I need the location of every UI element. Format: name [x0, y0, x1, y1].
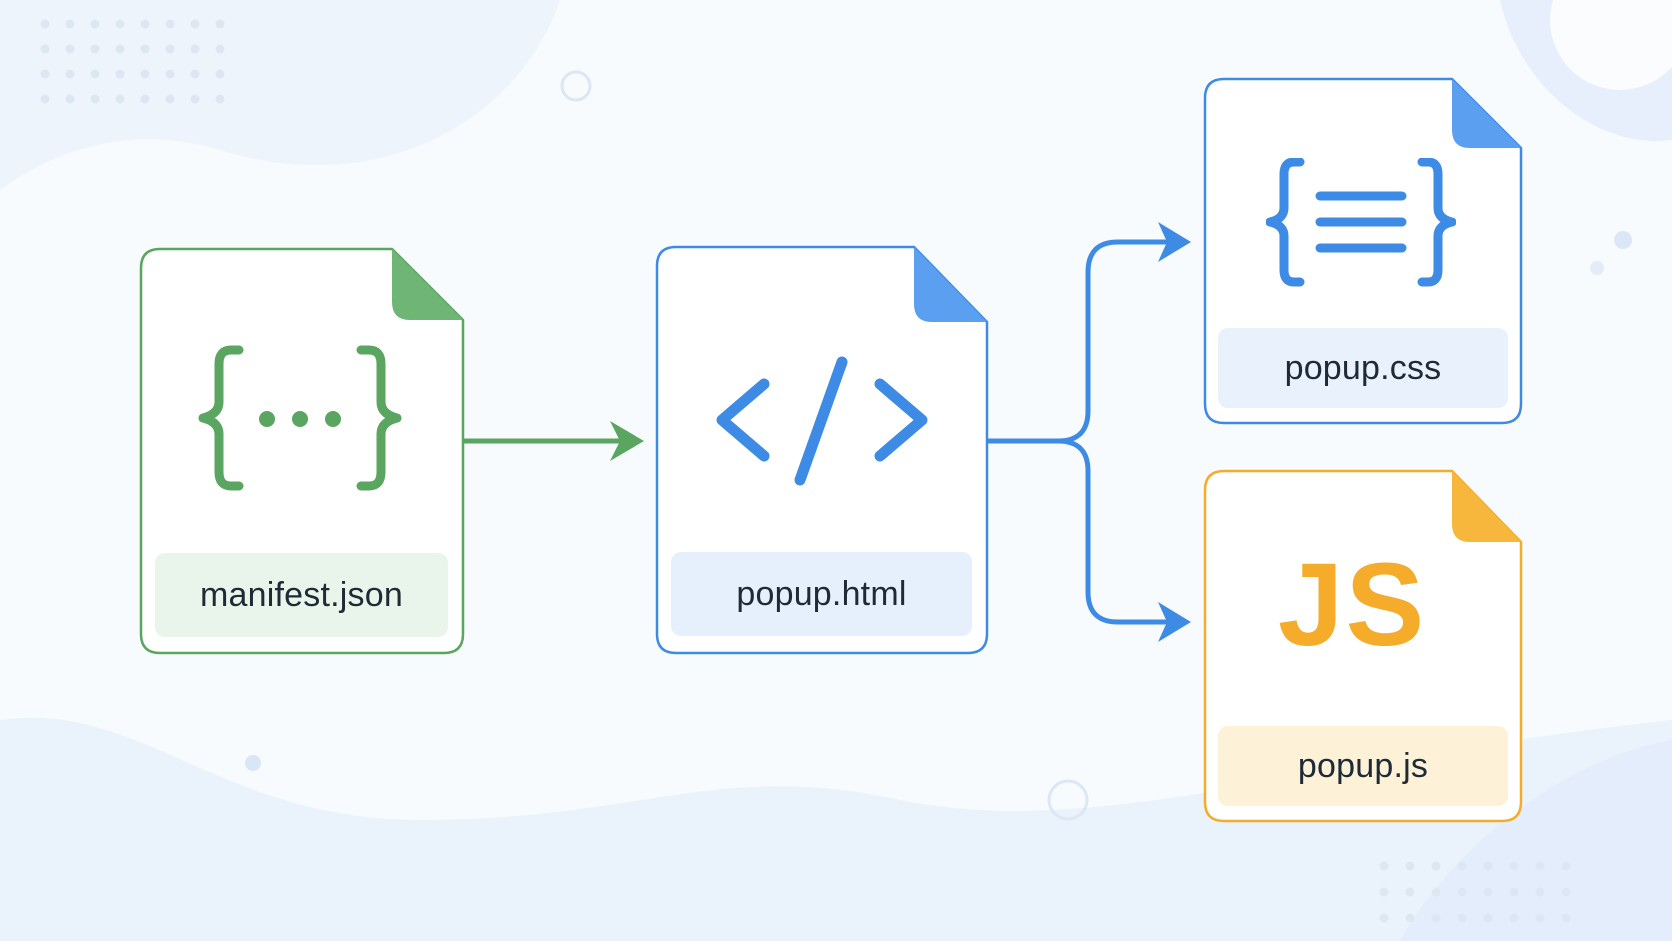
file-card-js: JS popup.js [1203, 469, 1523, 823]
decor-dot [215, 44, 225, 54]
decor-dot [1405, 887, 1415, 897]
decor-dot [190, 69, 200, 79]
decor-dot [1405, 861, 1415, 871]
file-label-js: popup.js [1218, 726, 1508, 806]
decor-dot [1431, 887, 1441, 897]
file-card-html: popup.html [655, 245, 989, 655]
decor-dot [190, 44, 200, 54]
decor-dot [1431, 861, 1441, 871]
decor-dot [90, 19, 100, 29]
decor-dot [1561, 913, 1571, 923]
decor-dot [40, 19, 50, 29]
decor-dot [1561, 861, 1571, 871]
decor-dot [1457, 913, 1467, 923]
decor-dot [90, 94, 100, 104]
decor-dot [115, 94, 125, 104]
code-tag-icon [716, 356, 928, 486]
decor-dot [40, 44, 50, 54]
decor-dot [1535, 861, 1545, 871]
decor-dot [115, 19, 125, 29]
decor-dot [65, 44, 75, 54]
file-label-html: popup.html [671, 552, 972, 636]
file-page-shape [655, 245, 989, 655]
decor-dot [1457, 887, 1467, 897]
decor-dot [1535, 913, 1545, 923]
decor-dot [90, 69, 100, 79]
decor-dot [1561, 887, 1571, 897]
arrow-head-css [1158, 222, 1191, 262]
decor-dot [90, 44, 100, 54]
decor-dot [65, 69, 75, 79]
decor-dot [140, 44, 150, 54]
decor-dot [65, 94, 75, 104]
curly-braces-ellipsis-icon [198, 345, 402, 491]
decor-dot [1483, 913, 1493, 923]
decor-dot [1509, 913, 1519, 923]
arrow-manifest-to-html [463, 421, 644, 461]
decor-dot [1405, 913, 1415, 923]
decor-dot [1483, 887, 1493, 897]
decor-dot [65, 19, 75, 29]
decor-dot [165, 44, 175, 54]
decor-dot [40, 94, 50, 104]
decor-dot [215, 94, 225, 104]
decor-dot [165, 94, 175, 104]
arrow-head-js [1158, 602, 1191, 642]
decor-dot [165, 19, 175, 29]
decor-dot [115, 69, 125, 79]
decor-dot [1379, 913, 1389, 923]
decor-dot [1535, 887, 1545, 897]
decor-dot [140, 69, 150, 79]
decor-dot [1483, 861, 1493, 871]
file-label-css: popup.css [1218, 328, 1508, 408]
file-label-manifest: manifest.json [155, 553, 448, 637]
decor-dot [1379, 887, 1389, 897]
decor-dot [1457, 861, 1467, 871]
decor-dot [1509, 887, 1519, 897]
decor-dot [1379, 861, 1389, 871]
decor-dot [1431, 913, 1441, 923]
decor-dot [165, 69, 175, 79]
decor-dot [140, 19, 150, 29]
decor-dot [40, 69, 50, 79]
arrow-html-to-css-js [985, 239, 1168, 625]
js-letters-icon: JS [1277, 539, 1427, 671]
decor-dot [190, 19, 200, 29]
decor-dot [215, 69, 225, 79]
curly-braces-lines-icon [1266, 158, 1456, 287]
file-card-css: popup.css [1203, 77, 1523, 425]
decor-dot [140, 94, 150, 104]
decor-dot [190, 94, 200, 104]
decor-dot [1509, 861, 1519, 871]
decor-dot [215, 19, 225, 29]
decor-dot [115, 44, 125, 54]
file-card-manifest: manifest.json [139, 247, 465, 655]
